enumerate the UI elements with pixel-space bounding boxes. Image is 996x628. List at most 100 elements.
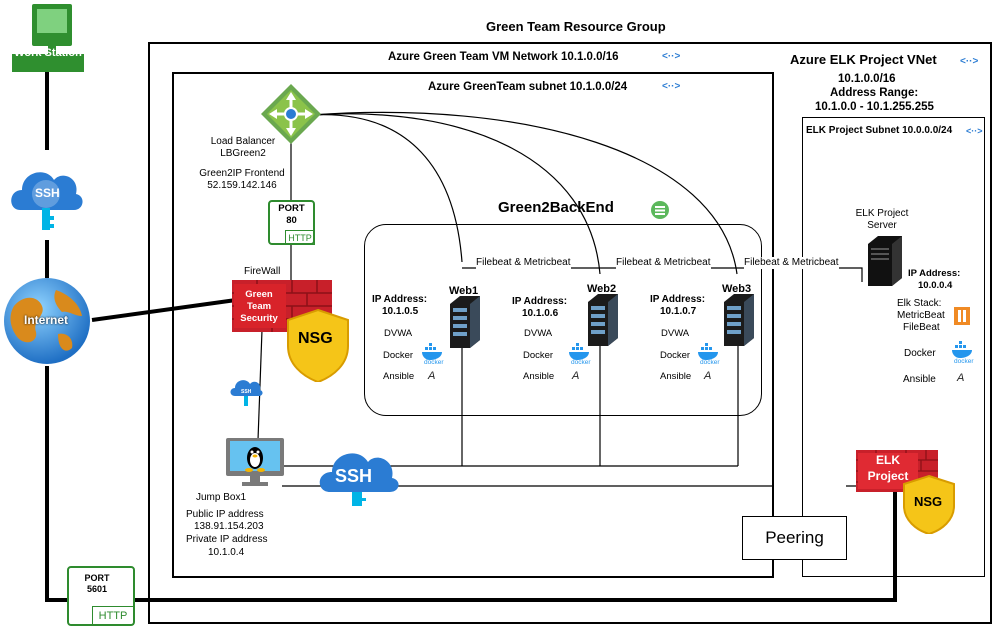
elk-server-title2: Server <box>867 220 897 231</box>
firewall-icon <box>232 280 332 332</box>
internet-globe-icon <box>4 278 90 364</box>
jumpbox-private-ip: 10.1.0.4 <box>208 547 245 558</box>
vnet-icon: <··> <box>662 51 681 62</box>
port80-protocol: HTTP <box>288 233 312 243</box>
elk-stack-icon <box>954 307 970 325</box>
web3-name: Web3 <box>722 283 752 295</box>
port80-box <box>268 200 315 245</box>
docker-icon <box>952 341 972 358</box>
elk-docker: Docker <box>904 348 936 359</box>
elk-subnet-title: ELK Project Subnet 10.0.0.0/24 <box>806 125 953 136</box>
subnet-title: Azure GreenTeam subnet 10.1.0.0/24 <box>428 81 628 93</box>
docker-icon <box>698 343 718 360</box>
firewall-text-line3: Security <box>240 313 278 324</box>
elk-stack-line1: Elk Stack: <box>897 298 942 309</box>
elk-badge-line2: Project <box>867 469 909 483</box>
beats-label-2: Filebeat & Metricbeat <box>616 257 711 269</box>
peering-label: Peering <box>765 528 824 547</box>
web2-server-icon <box>588 294 618 346</box>
elk-stack-line3: FileBeat <box>903 322 940 333</box>
ssh-cloud-icon <box>11 172 83 230</box>
beats-label-3: Filebeat & Metricbeat <box>744 257 839 269</box>
backend-pool-icon <box>651 201 669 219</box>
vnet-icon: <··> <box>960 56 979 67</box>
backend-pool-box <box>364 224 762 416</box>
jumpbox-public-ip: 138.91.154.203 <box>194 521 264 532</box>
elk-server-ip: 10.0.0.4 <box>918 280 953 291</box>
load-balancer-line2: LBGreen2 <box>220 148 266 159</box>
elk-vnet-cidr: 10.1.0.0/16 <box>838 73 896 85</box>
load-balancer-icon <box>261 84 321 144</box>
workstation-label: Work Station <box>14 47 82 59</box>
web1-name: Web1 <box>449 285 479 297</box>
nsg-shield-icon <box>287 308 349 382</box>
elk-subnet-box <box>802 117 985 577</box>
vnet-icon: <··> <box>966 126 983 136</box>
lb-to-web2-curve <box>311 113 601 275</box>
web-to-elk-beats-bus <box>462 267 863 282</box>
web1-docker-logo: docker <box>424 359 444 366</box>
vm-network-box <box>172 72 774 578</box>
port5601-port-label: PORT <box>84 573 110 583</box>
ansible-icon: A <box>957 372 965 384</box>
internet-label: Internet <box>24 313 69 327</box>
elk-vnet-range: 10.1.0.0 - 10.1.255.255 <box>815 101 934 113</box>
port5601-box <box>67 566 135 626</box>
resource-group-title: Green Team Resource Group <box>486 19 666 34</box>
ssh-big-cloud-icon <box>319 453 399 506</box>
load-balancer-line1: Load Balancer <box>210 136 276 147</box>
lb-to-web1-curve <box>311 114 463 263</box>
port5601-number: 5601 <box>86 584 108 594</box>
lb-to-web3-curve <box>311 111 738 275</box>
web3-ansible: Ansible <box>660 371 692 382</box>
port80-number: 80 <box>286 215 297 226</box>
ansible-icon: A <box>704 370 712 382</box>
port5601-protocol: HTTP <box>98 610 128 622</box>
elk-server-title1: ELK Project <box>855 208 909 219</box>
elk-docker-logo: docker <box>954 358 974 365</box>
docker-icon <box>569 343 589 360</box>
vnet-icon: <··> <box>662 81 681 92</box>
elk-badge-line1: ELK <box>876 453 900 467</box>
elk-vnet-title: Azure ELK Project VNet <box>790 52 937 67</box>
port80-proto-box <box>285 230 315 245</box>
web2-docker-logo: docker <box>571 359 591 366</box>
web2-name: Web2 <box>587 283 617 295</box>
web2-docker: Docker <box>523 350 554 361</box>
web3-docker-logo: docker <box>700 359 720 366</box>
ssh-small-cloud-icon: SSH <box>230 380 263 406</box>
web1-ip: 10.1.0.5 <box>382 306 419 317</box>
elk-nsg-shield-icon <box>903 474 955 534</box>
backend-title: Green2BackEnd <box>498 199 614 216</box>
port80-port-label: PORT <box>278 203 305 214</box>
web1-ansible: Ansible <box>383 371 415 382</box>
web1-server-icon <box>450 296 480 348</box>
elk-nsg-label: NSG <box>914 494 943 509</box>
internet-to-firewall-link <box>91 298 237 322</box>
web3-dvwa: DVWA <box>661 328 690 339</box>
elk-server-ip-label: IP Address: <box>908 268 961 279</box>
firewall-text-line1: Green <box>245 289 273 300</box>
docker-icon <box>422 343 442 360</box>
load-balancer-line4: 52.159.142.146 <box>207 180 277 191</box>
elk-stack-line2: MetricBeat <box>897 310 945 321</box>
web3-server-icon <box>724 294 754 346</box>
elk-server-icon <box>868 236 902 286</box>
ssh-label: SSH <box>35 186 60 200</box>
web2-ip-label: IP Address: <box>512 296 568 307</box>
elk-ansible: Ansible <box>903 374 936 385</box>
firewall-to-jumpbox-link <box>257 329 263 441</box>
web1-dvwa: DVWA <box>384 328 413 339</box>
internet-to-elk-loop-link <box>45 366 897 602</box>
svg-text:SSH: SSH <box>241 389 252 395</box>
resource-group-box <box>148 42 992 624</box>
ansible-icon: A <box>572 370 580 382</box>
elk-vnet-range-label: Address Range: <box>830 87 919 99</box>
web3-docker: Docker <box>660 350 691 361</box>
web1-docker: Docker <box>383 350 414 361</box>
web2-ansible: Ansible <box>523 371 555 382</box>
web2-dvwa: DVWA <box>524 328 553 339</box>
ansible-icon: A <box>428 370 436 382</box>
